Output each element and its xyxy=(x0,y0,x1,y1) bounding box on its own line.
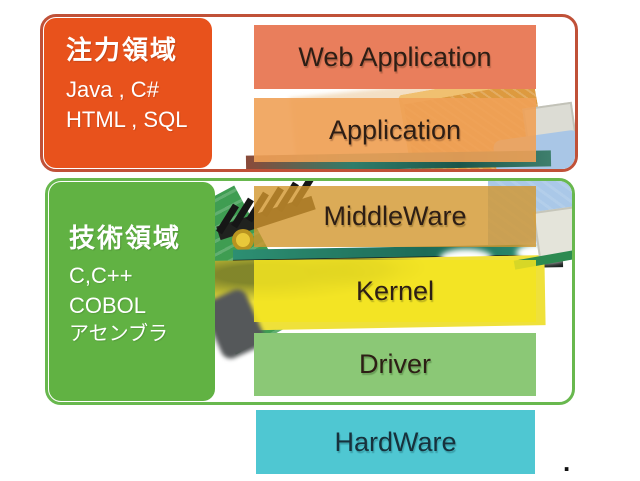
footnote-period: . xyxy=(563,447,571,477)
tech-skill-assembler: アセンブラ xyxy=(69,323,168,346)
layer-middleware: MiddleWare xyxy=(254,186,536,247)
tech-area-label-box: 技術領域 C,C++ COBOL アセンブラ xyxy=(49,182,215,401)
tech-skill-c-cpp: C,C++ xyxy=(69,262,133,288)
tech-area-title: 技術領域 xyxy=(69,223,182,253)
layer-driver: Driver xyxy=(254,333,536,396)
focus-area-title: 注力領域 xyxy=(66,35,179,65)
layer-kernel: Kernel xyxy=(254,260,536,322)
layer-application: Application xyxy=(254,98,536,162)
focus-area-label-box: 注力領域 Java , C# HTML , SQL xyxy=(44,18,212,168)
mounting-hole-photo xyxy=(232,229,254,251)
focus-skill-java-csharp: Java , C# xyxy=(66,76,159,102)
focus-skill-html-sql: HTML , SQL xyxy=(66,106,188,132)
tech-skill-cobol: COBOL xyxy=(69,292,147,318)
layer-hardware: HardWare xyxy=(256,410,535,474)
layer-web-application: Web Application xyxy=(254,25,536,89)
